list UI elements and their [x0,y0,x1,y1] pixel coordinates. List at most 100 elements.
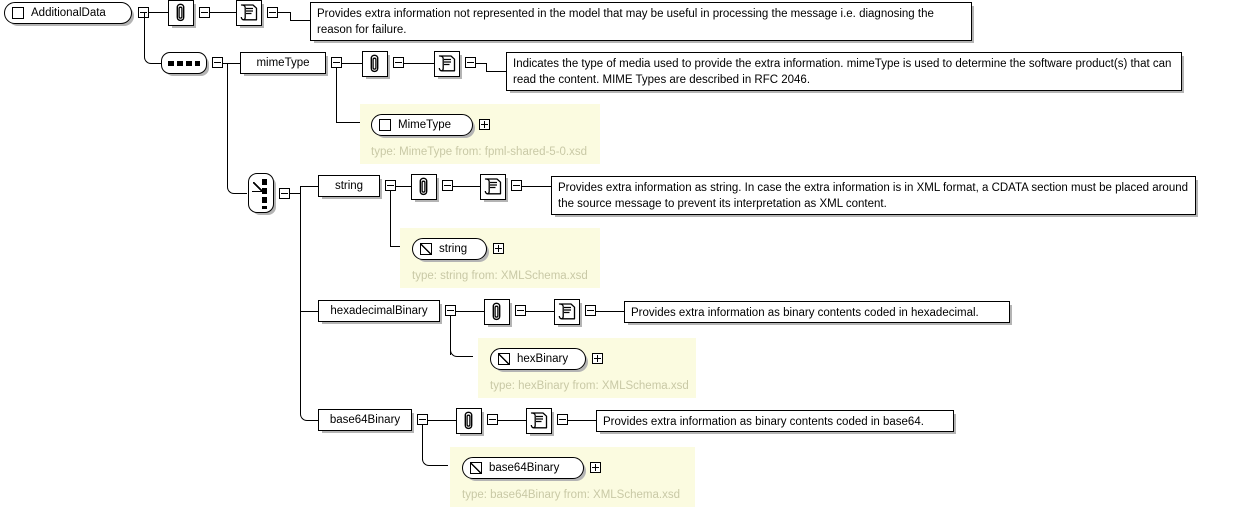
type-node-toggle-base64binary[interactable] [590,462,601,473]
root-toggle[interactable] [138,7,149,18]
document-icon[interactable] [526,408,552,434]
choice-arm-icon [252,191,263,192]
document-icon[interactable] [236,0,262,26]
type-source-label-base64binary: type: base64Binary from: XMLSchema.xsd [462,489,680,501]
hexbin-annotation-toggle[interactable] [515,305,526,316]
element-icon [379,119,391,131]
connector-sequence-to-choice [227,63,247,194]
connector-mimetype-to-annotation [342,63,362,64]
paperclip-icon[interactable] [168,0,194,26]
type-node-string[interactable]: string [412,238,487,260]
connector-choice-to-string [300,186,318,187]
element-node-mimetype[interactable]: mimeType [240,52,326,74]
connector-mimetype-to-type [336,68,337,122]
document-icon[interactable] [480,174,506,200]
connector-doc-drop [290,12,291,20]
simple-type-icon [420,243,432,255]
connector-annotation-to-documentation [210,12,236,13]
type-node-toggle-hexbinary[interactable] [592,353,603,364]
mimetype-toggle[interactable] [331,57,342,68]
connector-mimetype-doc-drop [486,63,487,71]
mimetype-annotation-toggle[interactable] [393,57,404,68]
string-documentation-toggle[interactable] [511,180,522,191]
choice-branch-icon [253,182,264,193]
type-panel-base64binary: base64Binary type: base64Binary from: XM… [450,447,695,507]
type-node-hexbinary[interactable]: hexBinary [490,348,586,370]
element-node-hexadecimalbinary[interactable]: hexadecimalBinary [318,300,440,322]
paperclip-icon[interactable] [456,408,482,434]
document-icon[interactable] [434,51,460,77]
type-source-label-hexbinary: type: hexBinary from: XMLSchema.xsd [490,380,689,392]
base64binary-toggle[interactable] [417,414,428,425]
type-panel-hexbinary: hexBinary type: hexBinary from: XMLSchem… [478,338,696,398]
type-node-base64binary[interactable]: base64Binary [462,457,584,479]
hexadecimalbinary-toggle[interactable] [445,305,456,316]
connector-choice-to-hexbinary [300,311,318,312]
connector-hexbin-doc-to-box [596,311,624,312]
hexadecimalbinary-documentation-box: Provides extra information as binary con… [624,301,1010,323]
connector-mimetype-type-arm [336,122,360,123]
sequence-compositor[interactable] [161,52,207,74]
connector-mimetype-doc-to-box [486,71,506,72]
connector-base64-doc-to-box [568,420,596,421]
documentation-toggle[interactable] [267,7,278,18]
hexbin-documentation-toggle[interactable] [585,305,596,316]
string-toggle[interactable] [385,180,396,191]
paperclip-icon[interactable] [362,51,388,77]
mimetype-documentation-box: Indicates the type of media used to prov… [506,52,1182,91]
string-annotation-toggle[interactable] [442,180,453,191]
choice-toggle[interactable] [279,188,290,199]
base64-annotation-toggle[interactable] [487,414,498,425]
connector-string-doc-to-box [522,186,551,187]
element-label-string: string [334,180,364,192]
element-label-hexadecimalbinary: hexadecimalBinary [330,305,428,317]
sequence-toggle[interactable] [212,57,223,68]
mimetype-documentation-toggle[interactable] [465,57,476,68]
paperclip-icon[interactable] [411,174,437,200]
type-node-label: base64Binary [489,462,560,474]
connector-hexbin-annotation-to-doc [526,311,554,312]
element-label-base64binary: base64Binary [329,414,401,426]
type-panel-string: string type: string from: XMLSchema.xsd [400,228,600,288]
type-node-toggle-mimetype[interactable] [479,119,490,130]
sequence-dots-icon [168,61,200,66]
connector-root-to-annotation [149,12,168,13]
type-panel-mimetype: MimeType type: MimeType from: fpml-share… [360,104,600,164]
type-source-label-mimetype: type: MimeType from: fpml-shared-5-0.xsd [371,146,588,158]
element-label-mimetype: mimeType [256,57,310,69]
connector-base64-annotation-to-doc [498,420,526,421]
choice-compositor[interactable] [248,173,274,213]
connector-doc-to-box [290,20,310,21]
connector-string-to-annotation [396,186,411,187]
base64binary-documentation-box: Provides extra information as binary con… [596,410,954,432]
type-node-label: MimeType [398,119,452,131]
type-source-label-string: type: string from: XMLSchema.xsd [412,270,588,282]
connector-mimetype-doc-toggle [476,63,486,64]
connector-base64-type-arm [422,425,448,466]
root-element-node[interactable]: AdditionalData [4,2,132,24]
string-documentation-box: Provides extra information as string. In… [551,176,1196,215]
base64-documentation-toggle[interactable] [557,414,568,425]
element-icon [12,7,24,19]
annotation-toggle[interactable] [199,7,210,18]
connector-mimetype-annotation-to-doc [404,63,434,64]
paperclip-icon[interactable] [484,299,510,325]
connector-doc-toggle-to-box [278,12,290,13]
type-node-label: hexBinary [517,353,569,365]
type-node-label: string [439,243,468,255]
connector-choice-to-base64 [300,380,320,421]
simple-type-icon [498,353,510,365]
document-icon[interactable] [554,299,580,325]
element-node-base64binary[interactable]: base64Binary [318,409,412,431]
connector-base64-to-annotation [428,420,456,421]
root-element-label: AdditionalData [31,7,106,19]
connector-hexbin-to-annotation [456,311,484,312]
type-node-mimetype[interactable]: MimeType [371,114,473,136]
connector-string-annotation-to-doc [453,186,480,187]
connector-root-to-sequence [144,13,165,64]
element-node-string[interactable]: string [318,175,380,197]
type-node-toggle-string[interactable] [493,243,504,254]
root-documentation-box: Provides extra information not represent… [310,2,972,41]
connector-hexbin-type-arm [450,316,473,357]
